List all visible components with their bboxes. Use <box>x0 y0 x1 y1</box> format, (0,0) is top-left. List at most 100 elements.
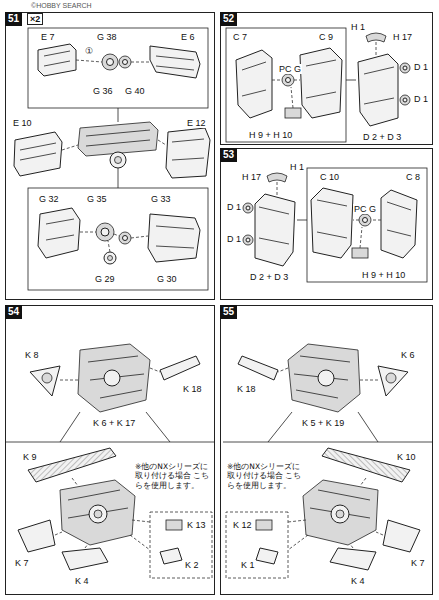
part-callout: K 9 <box>22 452 38 462</box>
drawing-stroke <box>123 236 128 241</box>
step-number: 55 <box>220 305 237 319</box>
part-callout: K 18 <box>182 384 203 394</box>
part-callout: K 6 + K 17 <box>92 418 136 428</box>
drawing-stroke <box>89 505 107 523</box>
part-callout: ① <box>84 46 94 56</box>
drawing-stroke <box>44 51 70 66</box>
drawing-stroke <box>107 59 114 66</box>
drawing-stroke <box>166 128 210 178</box>
drawing-stroke <box>272 80 300 108</box>
part-callout: C 10 <box>319 172 340 182</box>
drawing-stroke <box>60 368 160 380</box>
drawing-stroke <box>118 108 119 188</box>
part-callout: H 17 <box>392 32 413 42</box>
part-callout: K 7 <box>410 558 426 568</box>
step-54-art <box>5 344 215 578</box>
part-callout: K 18 <box>236 384 257 394</box>
part-callout: K 6 <box>400 350 416 360</box>
part-callout: D 1 <box>226 202 242 212</box>
drawing-stroke <box>236 50 272 118</box>
drawing-stroke <box>30 366 60 396</box>
part-callout: K 13 <box>186 520 207 530</box>
part-callout: K 12 <box>232 520 253 530</box>
part-callout: E 10 <box>12 118 33 128</box>
drawing-stroke <box>285 108 301 118</box>
part-callout: H 1 <box>350 22 366 32</box>
drawing-stroke <box>38 208 80 258</box>
part-callout: H 9 + H 10 <box>361 270 406 280</box>
drawing-stroke <box>160 548 182 564</box>
drawing-stroke <box>18 520 55 552</box>
drawing-stroke <box>306 60 336 98</box>
drawing-stroke <box>42 373 52 383</box>
part-callout: PC G <box>353 204 377 214</box>
part-callout: H 9 + H 10 <box>248 130 293 140</box>
drawing-stroke <box>96 223 114 241</box>
step-number: 53 <box>220 148 237 162</box>
step-number: 51 <box>5 12 22 26</box>
drawing-stroke <box>376 42 377 55</box>
step-panel: 55 <box>220 305 433 595</box>
part-callout: D 1 <box>226 234 242 244</box>
part-callout: C 8 <box>405 172 421 182</box>
part-callout: H 17 <box>241 172 262 182</box>
drawing-stroke <box>20 143 56 160</box>
step-55-art <box>223 344 433 578</box>
drawing-stroke <box>358 54 398 126</box>
drawing-stroke <box>156 56 194 70</box>
drawing-stroke <box>346 80 356 81</box>
part-callout: K 10 <box>396 452 417 462</box>
note-text: ※他のNXシリーズに 取り付ける場合 こちらを使用します。 <box>134 462 214 490</box>
drawing-stroke <box>104 252 116 264</box>
part-callout: G 29 <box>94 274 116 284</box>
drawing-stroke <box>101 228 109 236</box>
part-callout: K 5 + K 19 <box>301 418 345 428</box>
drawing-stroke <box>400 95 410 105</box>
drawing-stroke <box>28 188 208 290</box>
part-callout: D 2 + D 3 <box>249 272 289 282</box>
drawing-stroke <box>130 520 150 550</box>
drawing-stroke <box>78 344 150 412</box>
drawing-stroke <box>102 54 118 70</box>
part-callout: D 1 <box>413 94 429 104</box>
drawing-stroke <box>119 232 131 244</box>
drawing-stroke <box>150 46 200 78</box>
part-callout: G 30 <box>156 274 178 284</box>
part-callout: K 4 <box>74 576 90 586</box>
step-panel: 51 <box>5 12 215 300</box>
drawing-stroke <box>94 510 102 518</box>
part-callout: K 2 <box>184 560 200 570</box>
part-callout: E 6 <box>180 32 196 42</box>
drawing-stroke <box>14 132 62 176</box>
part-callout: E 7 <box>40 32 56 42</box>
drawing-stroke <box>172 139 204 160</box>
drawing-stroke <box>62 140 166 150</box>
drawing-stroke <box>156 226 194 248</box>
drawing-stroke <box>28 448 116 482</box>
part-callout: G 38 <box>96 32 118 42</box>
drawing-stroke <box>38 44 76 76</box>
drawing-stroke <box>55 478 88 548</box>
part-callout: K 1 <box>240 560 256 570</box>
quantity-mark: ×2 <box>27 13 43 25</box>
drawing-stroke <box>226 28 346 142</box>
part-callout: C 7 <box>232 32 248 42</box>
step-51-art <box>14 28 210 290</box>
part-callout: E 12 <box>186 118 207 128</box>
drawing-stroke <box>68 490 128 518</box>
part-callout: K 4 <box>350 576 366 586</box>
drawing-stroke <box>60 412 170 442</box>
part-callout: G 36 <box>92 86 114 96</box>
part-callout: K 7 <box>14 558 30 568</box>
drawing-stroke <box>88 356 144 398</box>
drawing-stroke <box>364 67 394 104</box>
drawing-stroke <box>123 60 128 65</box>
drawing-stroke <box>119 56 131 68</box>
part-callout: K 8 <box>24 350 40 360</box>
drawing-stroke <box>76 60 150 62</box>
part-callout: H 1 <box>289 162 305 172</box>
drawing-stroke <box>166 520 182 530</box>
drawing-stroke <box>62 548 108 570</box>
step-number: 52 <box>220 12 237 26</box>
